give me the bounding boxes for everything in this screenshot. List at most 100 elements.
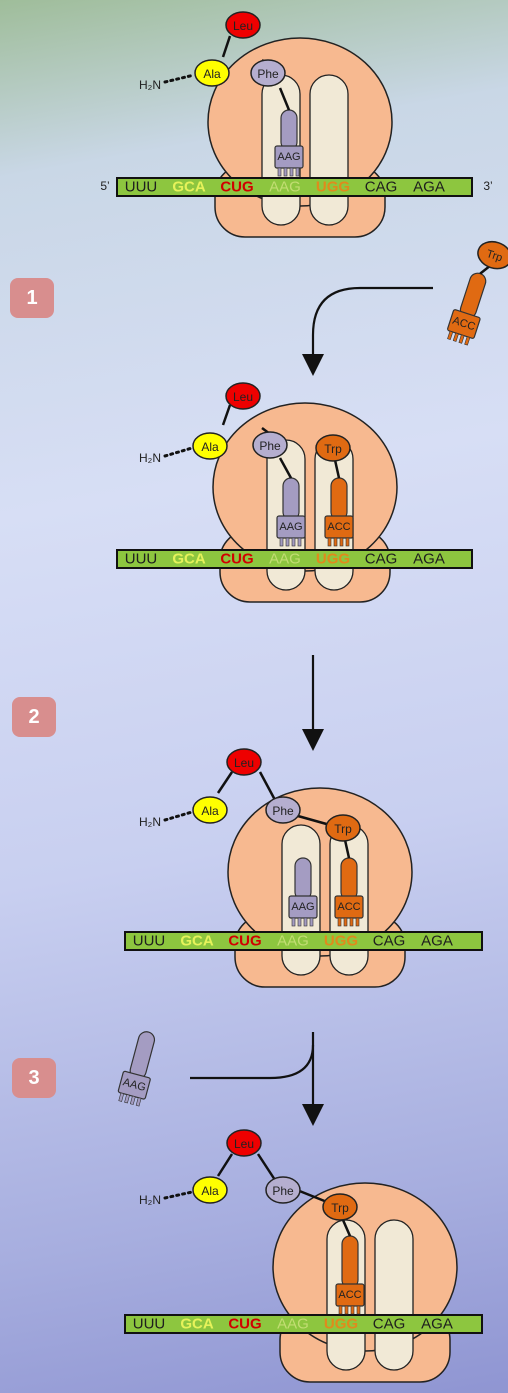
released-phe-trna: AAG <box>116 1028 162 1107</box>
stage-3: AAGUUUGCACUGAAGUGGCAGAGAACCLeuAlaPheTrpH… <box>116 1028 482 1382</box>
trp-trna-prong <box>356 918 359 926</box>
ala-amino-acid-label: Ala <box>203 67 221 81</box>
phe-trna-anticodon-label: AAG <box>291 901 314 913</box>
trp-amino-acid-label: Trp <box>324 442 342 456</box>
bond-leu-phe <box>258 1154 275 1180</box>
phe-trna-prong <box>298 538 301 546</box>
leu-amino-acid-label: Leu <box>234 756 254 770</box>
phe-trna-prong <box>290 168 293 176</box>
stage-initial: UUUGCACUGAAGUGGCAGAGA5’3’AAGLeuAlaPheH₂N… <box>100 12 508 350</box>
codon-ugg: UGG <box>316 551 350 568</box>
stage-2: UUUGCACUGAAGUGGCAGAGAAAGACCLeuAlaPheTrpH… <box>125 749 482 987</box>
trp-trna-prong <box>339 1306 342 1314</box>
codon-aag: AAG <box>277 933 309 950</box>
trp-trna-prong <box>351 1306 354 1314</box>
codon-aag: AAG <box>277 1316 309 1333</box>
trp-trna-prong <box>453 333 458 342</box>
bond-n-terminus <box>165 75 194 82</box>
released-trna-prong <box>130 1096 135 1105</box>
codon-aag: AAG <box>269 179 301 196</box>
trp-trna-prong <box>345 1306 348 1314</box>
phe-trna-anticodon-label: AAG <box>279 521 302 533</box>
phe-trna-prong <box>284 168 287 176</box>
codon-uuu: UUU <box>125 179 158 196</box>
phe-trna-prong <box>286 538 289 546</box>
codon-uuu: UUU <box>125 551 158 568</box>
phe-trna-prong <box>278 168 281 176</box>
phe-trna-prong <box>304 918 307 926</box>
codon-gca: GCA <box>180 933 214 950</box>
phe-trna-prong <box>292 918 295 926</box>
codon-aga: AGA <box>413 551 445 568</box>
bond-n-terminus <box>165 1192 192 1198</box>
phe-trna-prong <box>298 918 301 926</box>
arrow-into-step-1 <box>313 288 433 365</box>
trp-amino-acid-label: Trp <box>331 1201 349 1215</box>
codon-aga: AGA <box>421 1316 453 1333</box>
codon-ugg: UGG <box>324 1316 358 1333</box>
codon-gca: GCA <box>180 1316 214 1333</box>
trp-trna-prong <box>344 918 347 926</box>
ribosome <box>213 403 397 602</box>
trp-trna-stem <box>341 858 357 900</box>
bond-ala-leu <box>223 405 230 425</box>
phe-amino-acid-label: Phe <box>272 1184 294 1198</box>
trp-trna-prong <box>357 1306 360 1314</box>
phe-amino-acid-label: Phe <box>259 439 281 453</box>
trp-trna-prong <box>340 538 343 546</box>
trp-trna-anticodon-label: ACC <box>338 1289 361 1301</box>
n-terminus-label: H₂N <box>139 451 161 465</box>
trp-trna-prong <box>350 918 353 926</box>
phe-trna-stem <box>295 858 311 900</box>
codon-cag: CAG <box>365 551 398 568</box>
bond-n-terminus <box>165 812 192 820</box>
ala-amino-acid-label: Ala <box>201 440 219 454</box>
phe-amino-acid-label: Phe <box>272 804 294 818</box>
released-trna-prong <box>136 1098 141 1107</box>
trp-trna-prong <box>328 538 331 546</box>
bond-ala-leu <box>218 772 232 793</box>
ala-amino-acid-label: Ala <box>201 1184 219 1198</box>
phe-trna-prong <box>280 538 283 546</box>
codon-uuu: UUU <box>133 933 166 950</box>
ribosome <box>273 1183 457 1382</box>
codon-cug: CUG <box>220 179 253 196</box>
trp-trna-stem <box>342 1236 358 1288</box>
bond-leu-phe <box>260 772 275 800</box>
leu-amino-acid-label: Leu <box>233 390 253 404</box>
leu-amino-acid-label: Leu <box>233 19 253 33</box>
trp-trna: ACC <box>445 269 494 346</box>
codon-ugg: UGG <box>316 179 350 196</box>
ribosome-a-site <box>310 75 348 225</box>
ribosome-a-site <box>375 1220 413 1370</box>
five-prime-label: 5’ <box>100 179 109 193</box>
phe-trna-stem <box>281 110 297 150</box>
trp-trna-anticodon-label: ACC <box>327 521 350 533</box>
phe-trna-prong <box>296 168 299 176</box>
arrow-into-step-3 <box>190 1032 313 1115</box>
codon-cag: CAG <box>365 179 398 196</box>
codon-gca: GCA <box>172 551 206 568</box>
codon-cag: CAG <box>373 933 406 950</box>
trp-trna-stem <box>331 478 347 520</box>
ribosome <box>208 38 392 237</box>
codon-cug: CUG <box>228 933 261 950</box>
phe-amino-acid-label: Phe <box>257 67 279 81</box>
trp-trna-prong <box>334 538 337 546</box>
codon-gca: GCA <box>172 179 206 196</box>
codon-aga: AGA <box>413 179 445 196</box>
bond-n-terminus <box>165 448 192 456</box>
codon-cug: CUG <box>220 551 253 568</box>
trp-amino-acid-label: Trp <box>334 822 352 836</box>
bond-ala-leu <box>218 1154 232 1176</box>
phe-trna-prong <box>292 538 295 546</box>
phe-trna-stem <box>283 478 299 520</box>
released-trna-prong <box>119 1093 124 1102</box>
trp-trna-prong <box>338 918 341 926</box>
